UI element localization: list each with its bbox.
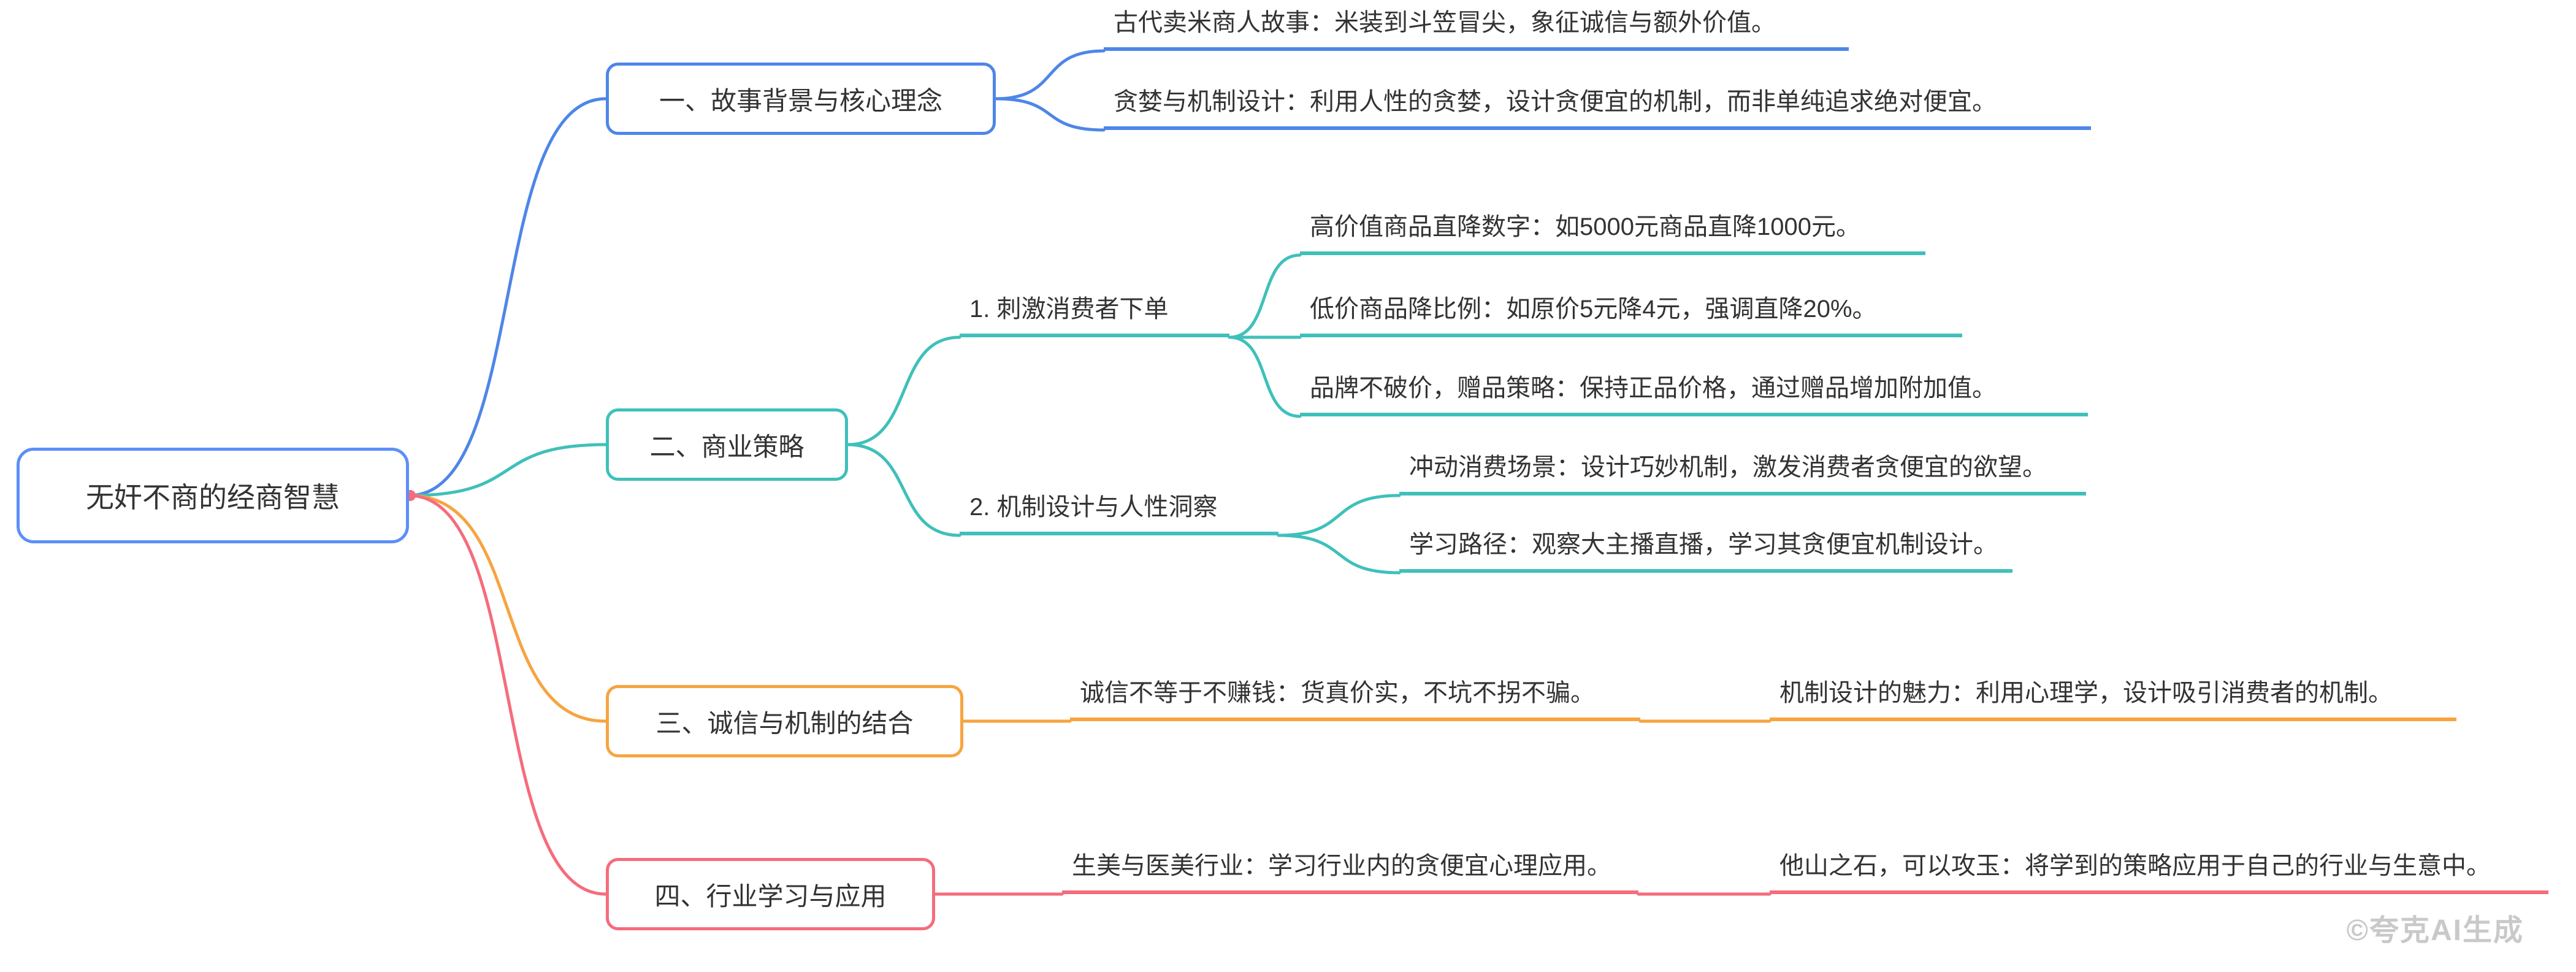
subtopic-mechanism-insight[interactable]: 2. 机制设计与人性洞察 [960,490,1278,535]
branch-node-integrity[interactable]: 三、诚信与机制的结合 [606,685,963,757]
branch-node-story[interactable]: 一、故事背景与核心理念 [606,63,996,135]
leaf-node-story-1[interactable]: 古代卖米商人故事：米装到斗笠冒尖，象征诚信与额外价值。 [1104,6,1849,51]
leaf-node-integrity-2[interactable]: 机制设计的魅力：利用心理学，设计吸引消费者的机制。 [1770,676,2456,721]
leaf-node-strategy-2-2[interactable]: 学习路径：观察大主播直播，学习其贪便宜机制设计。 [1399,527,2012,573]
branch-node-industry-label: 四、行业学习与应用 [654,881,887,911]
leaf-node-strategy-1-1[interactable]: 高价值商品直降数字：如5000元商品直降1000元。 [1300,210,1925,255]
leaf-node-strategy-2-1[interactable]: 冲动消费场景：设计巧妙机制，激发消费者贪便宜的欲望。 [1399,450,2086,496]
connector-root-branch4 [407,494,608,896]
watermark: ©夸克AI生成 [2346,914,2524,947]
root-node[interactable]: 无奸不商的经商智慧 [17,448,409,543]
branch-node-story-label: 一、故事背景与核心理念 [659,86,942,115]
leaf-node-industry-1[interactable]: 生美与医美行业：学习行业内的贪便宜心理应用。 [1062,849,1638,894]
connector-branch2-sub2 [846,443,961,537]
connector-sub2-leaf1 [1277,494,1401,537]
leaf-node-strategy-1-3[interactable]: 品牌不破价，赠品策略：保持正品价格，通过赠品增加附加值。 [1300,371,2088,416]
connector-sub2-leaf2 [1277,534,1401,575]
connector-branch2-sub1 [846,335,961,446]
connector-branch1-leaf2 [994,97,1106,132]
leaf-node-story-2[interactable]: 贪婪与机制设计：利用人性的贪婪，设计贪便宜的机制，而非单纯追求绝对便宜。 [1104,85,2091,130]
connector-root-branch1 [407,97,608,497]
leaf-node-industry-2[interactable]: 他山之石，可以攻玉：将学到的策略应用于自己的行业与生意中。 [1770,849,2548,894]
leaf-node-strategy-1-2[interactable]: 低价商品降比例：如原价5元降4元，强调直降20%。 [1300,292,1962,337]
connector-branch1-leaf1 [994,49,1106,101]
root-node-label: 无奸不商的经商智慧 [86,481,340,513]
connector-sub1-leaf3 [1228,335,1302,418]
branch-node-strategy-label: 二、商业策略 [649,432,805,461]
connector-root-branch2 [407,443,608,497]
leaf-node-integrity-1[interactable]: 诚信不等于不赚钱：货真价实，不坑不拐不骗。 [1070,676,1640,721]
branch-node-strategy[interactable]: 二、商业策略 [606,408,848,481]
connector-root-branch3 [407,494,608,723]
connector-sub1-leaf1 [1228,253,1302,339]
subtopic-stimulate-orders[interactable]: 1. 刺激消费者下单 [960,292,1229,337]
branch-node-integrity-label: 三、诚信与机制的结合 [655,708,914,738]
branch-node-industry[interactable]: 四、行业学习与应用 [606,858,935,930]
